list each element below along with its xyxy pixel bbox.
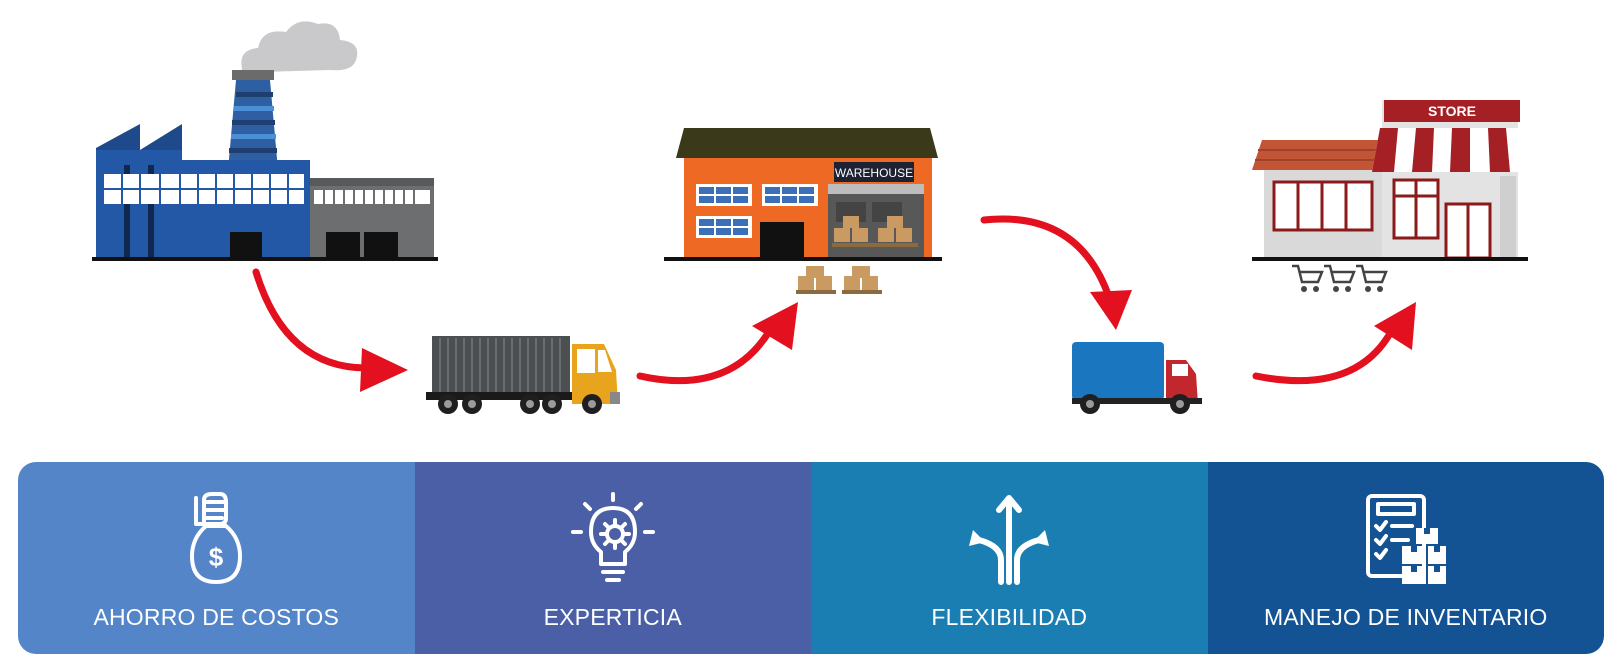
lightbulb-gear-icon: [570, 492, 655, 582]
warehouse-sign-plate: [834, 162, 914, 182]
benefit-label: EXPERTICIA: [543, 604, 682, 630]
container-truck-illustration: [426, 336, 620, 414]
warehouse-sign: WAREHOUSE: [835, 166, 913, 180]
store-sign: STORE: [1428, 103, 1476, 119]
checklist-boxes-icon: [1365, 494, 1446, 584]
benefit-label: AHORRO DE COSTOS: [93, 604, 340, 630]
store-illustration: STORE: [1252, 100, 1532, 292]
benefit-flexibilidad: FLEXIBILIDAD: [811, 462, 1208, 654]
money-bag-hand-icon: $: [190, 492, 243, 584]
store-sign-plate: [1384, 100, 1520, 122]
smoke-cloud: [241, 21, 358, 74]
supply-chain-scene: WAREHOUSE: [92, 21, 1532, 414]
warehouse-illustration: WAREHOUSE: [664, 128, 942, 294]
delivery-truck-illustration: [1072, 342, 1202, 414]
benefit-experticia: EXPERTICIA: [414, 462, 811, 654]
flow-arrow-2: [636, 302, 798, 385]
flow-arrow-4: [1252, 302, 1416, 385]
svg-text:$: $: [209, 542, 224, 572]
benefit-manejo-de-inventario: MANEJO DE INVENTARIO: [1207, 462, 1604, 654]
benefits-bar: $ AHORRO DE COSTOS EXPERTICIA: [18, 462, 1604, 654]
factory-illustration: [92, 21, 438, 261]
split-arrows-icon: [969, 495, 1050, 585]
benefit-ahorro-de-costos: $ AHORRO DE COSTOS: [18, 462, 415, 654]
flow-arrow-1: [252, 268, 408, 392]
shopping-cart-icons: [1292, 264, 1388, 284]
benefit-label: MANEJO DE INVENTARIO: [1264, 604, 1548, 630]
benefit-label: FLEXIBILIDAD: [931, 604, 1088, 630]
flow-arrow-3: [980, 215, 1132, 330]
